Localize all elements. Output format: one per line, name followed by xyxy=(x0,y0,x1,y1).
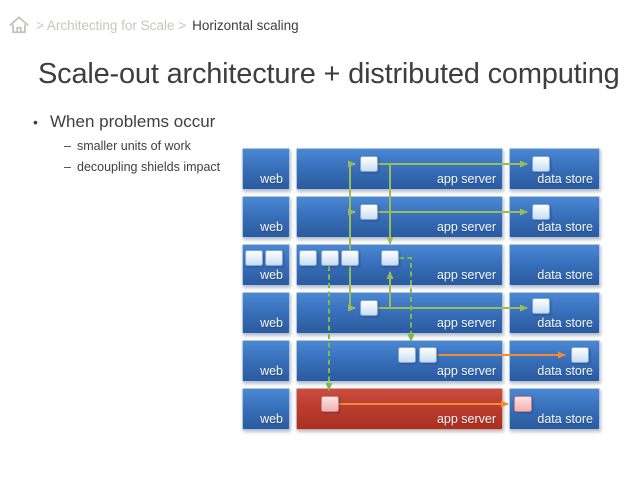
task-square xyxy=(265,250,283,266)
data-store-box-row2: data store xyxy=(509,196,600,238)
task-square xyxy=(532,298,550,314)
app-server-box-label: app server xyxy=(436,220,496,234)
task-square xyxy=(532,204,550,220)
data-store-box-row1: data store xyxy=(509,148,600,190)
sub-bullet-marker: – xyxy=(64,160,71,174)
data-store-box-label: data store xyxy=(537,364,593,378)
connector-layer xyxy=(325,160,566,408)
home-icon[interactable] xyxy=(8,15,30,35)
task-square xyxy=(341,250,359,266)
sub-bullet-marker: – xyxy=(64,139,71,153)
bullet-item-main: • When problems occur xyxy=(33,112,245,132)
bullet-list: • When problems occur – smaller units of… xyxy=(0,112,245,174)
app-server-box-label: app server xyxy=(436,316,496,330)
web-box-label: web xyxy=(260,316,283,330)
web-box-row5: web xyxy=(242,340,290,382)
sub-bullet-text-2: decoupling shields impact xyxy=(77,160,221,174)
web-box-label: web xyxy=(260,412,283,426)
app-server-box-row1: app server xyxy=(296,148,503,190)
connector-arrow-green xyxy=(399,257,415,342)
bullet-marker: • xyxy=(33,114,38,130)
web-box-label: web xyxy=(260,220,283,234)
app-server-box-label: app server xyxy=(436,172,496,186)
task-square xyxy=(381,250,399,266)
bullet-item-sub-2: – decoupling shields impact xyxy=(64,160,245,174)
task-square xyxy=(360,204,378,220)
home-icon-glyph xyxy=(9,16,29,34)
web-box-row2: web xyxy=(242,196,290,238)
web-box-row6: web xyxy=(242,388,290,430)
data-store-box-label: data store xyxy=(537,316,593,330)
app-server-box-label: app server xyxy=(436,412,496,426)
task-square xyxy=(571,347,589,363)
app-server-box-row2: app server xyxy=(296,196,503,238)
sub-bullet-text-1: smaller units of work xyxy=(77,139,191,153)
web-box-label: web xyxy=(260,268,283,282)
task-square xyxy=(398,347,416,363)
data-store-box-row3: data store xyxy=(509,244,600,286)
web-box-label: web xyxy=(260,364,283,378)
breadcrumb-path[interactable]: > Architecting for Scale > xyxy=(36,17,187,33)
task-square xyxy=(532,156,550,172)
app-server-box-row4: app server xyxy=(296,292,503,334)
task-square xyxy=(299,250,317,266)
breadcrumb-current[interactable]: Horizontal scaling xyxy=(192,17,299,33)
app-server-box-label: app server xyxy=(436,268,496,282)
task-square xyxy=(245,250,263,266)
app-server-box-label: app server xyxy=(436,364,496,378)
breadcrumb: > Architecting for Scale > Horizontal sc… xyxy=(8,14,299,36)
failed-task-square xyxy=(514,396,532,412)
bullet-text: When problems occur xyxy=(50,112,216,131)
data-store-box-label: data store xyxy=(537,268,593,282)
data-store-box-row6: data store xyxy=(509,388,600,430)
page-title: Scale-out architecture + distributed com… xyxy=(38,58,620,90)
data-store-box-label: data store xyxy=(537,412,593,426)
data-store-box-row4: data store xyxy=(509,292,600,334)
task-square xyxy=(321,250,339,266)
failed-task-square xyxy=(321,396,339,412)
data-store-box-label: data store xyxy=(537,220,593,234)
task-square xyxy=(419,347,437,363)
architecture-diagram: web app server data store web app server data… xyxy=(242,148,600,430)
data-store-box-label: data store xyxy=(537,172,593,186)
web-box-row1: web xyxy=(242,148,290,190)
bullet-item-sub-1: – smaller units of work xyxy=(64,139,245,153)
task-square xyxy=(360,300,378,316)
web-box-row4: web xyxy=(242,292,290,334)
task-square xyxy=(360,156,378,172)
web-box-label: web xyxy=(260,172,283,186)
